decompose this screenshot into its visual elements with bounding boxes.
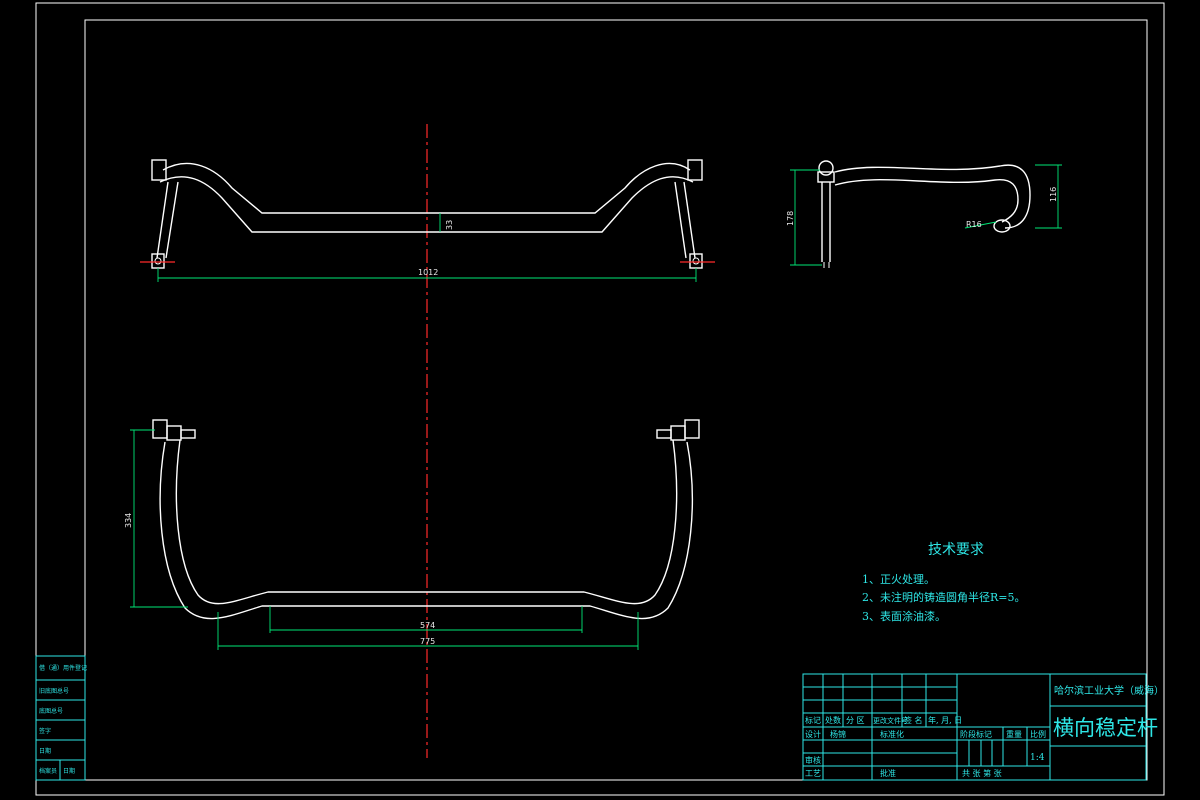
hdr-date: 年, 月, 日 xyxy=(928,715,962,725)
front-view: 1012 33 xyxy=(140,159,715,282)
dim-front-width: 1012 xyxy=(418,268,438,277)
strip-cell-2: 旧底图总号 xyxy=(39,687,69,695)
scale-value: 1:4 xyxy=(1030,753,1045,763)
strip-cell-5: 日期 xyxy=(39,747,51,755)
strip-cell-4: 签字 xyxy=(39,727,51,735)
strip-cell-1: 借（通）用件登记 xyxy=(39,664,87,672)
hdr-sign: 签 名 xyxy=(904,715,923,725)
hdr-zone: 分 区 xyxy=(846,716,865,725)
school-name: 哈尔滨工业大学（威海） xyxy=(1054,684,1164,697)
hdr-mark: 标记 xyxy=(805,715,821,725)
dim-top-height: 334 xyxy=(124,513,133,528)
review-label: 审核 xyxy=(805,755,821,765)
inner-frame xyxy=(84,19,1148,781)
strip-cell-3: 底图总号 xyxy=(39,707,63,715)
side-strip: 借（通）用件登记 旧底图总号 底图总号 签字 日期 档案员 日期 xyxy=(35,655,87,781)
design-label: 设计 xyxy=(805,729,821,739)
part-name: 横向稳定杆 xyxy=(1053,716,1158,740)
process-label: 工艺 xyxy=(805,769,821,778)
side-view: 178 116 R16 xyxy=(786,160,1062,268)
dim-side-height2: 116 xyxy=(1049,187,1058,202)
sheets-label: 共 张 第 张 xyxy=(962,768,1002,778)
title-block: 哈尔滨工业大学（威海） 横向稳定杆 标记 处数 分 区 更改文件号 签 名 年,… xyxy=(802,673,1164,781)
tech-req-heading: 技术要求 xyxy=(928,542,984,558)
tech-req-item-1: 1、正火处理。 xyxy=(862,573,935,586)
dim-side-height: 178 xyxy=(786,211,795,226)
approve-label: 批准 xyxy=(880,768,896,778)
dim-top-inner: 574 xyxy=(420,621,435,630)
standardization-label: 标准化 xyxy=(880,729,904,739)
designer-name: 杨锦 xyxy=(830,729,846,739)
tech-requirements: 技术要求 1、正火处理。 2、未注明的铸造圆角半径R=5。 3、表面涂油漆。 xyxy=(862,542,1026,623)
dim-side-radius: R16 xyxy=(966,220,982,229)
strip-bottom-right: 日期 xyxy=(63,767,75,775)
top-view: 334 574 775 xyxy=(124,419,700,650)
hdr-count: 处数 xyxy=(825,715,841,725)
tech-req-item-3: 3、表面涂油漆。 xyxy=(862,609,946,623)
outer-border xyxy=(35,2,1165,796)
tech-req-item-2: 2、未注明的铸造圆角半径R=5。 xyxy=(862,590,1026,604)
stage-mark-label: 阶段标记 xyxy=(960,729,992,739)
strip-bottom-left: 档案员 xyxy=(39,767,57,775)
hdr-change-doc: 更改文件号 xyxy=(873,716,908,725)
dim-front-dia: 33 xyxy=(445,220,454,230)
weight-label: 重量 xyxy=(1006,729,1022,739)
dim-top-outer: 775 xyxy=(420,637,435,646)
scale-label: 比例 xyxy=(1030,729,1046,739)
